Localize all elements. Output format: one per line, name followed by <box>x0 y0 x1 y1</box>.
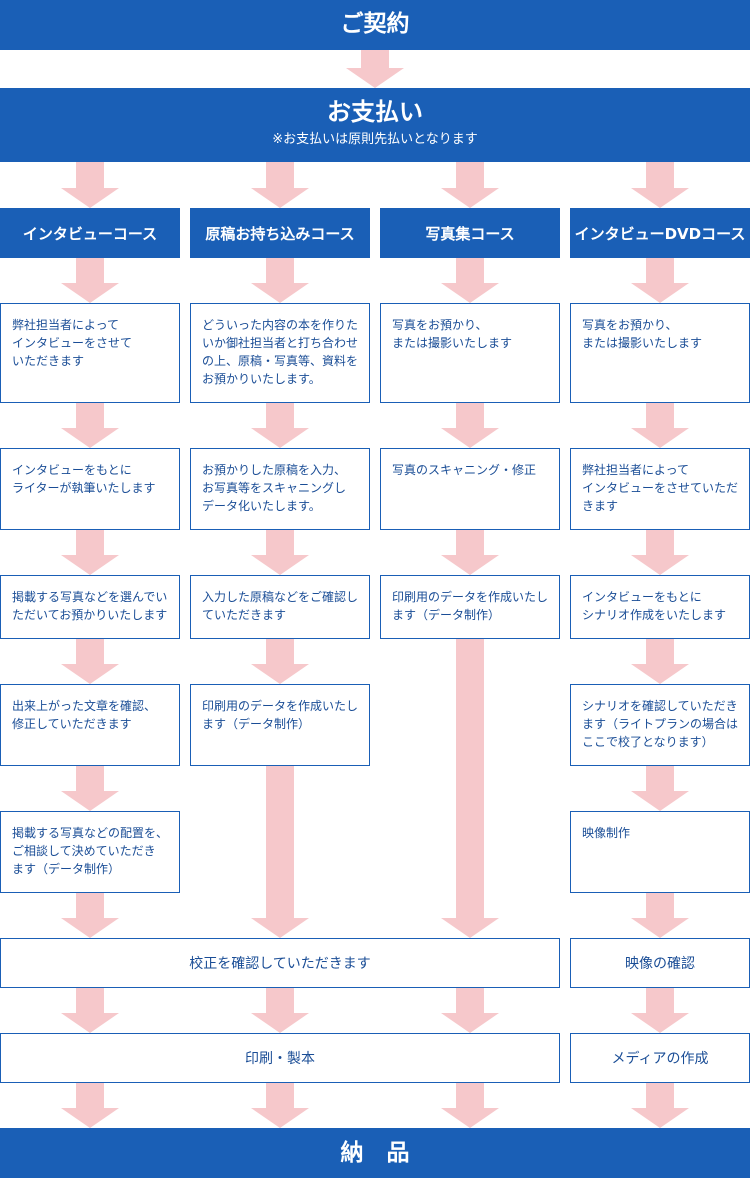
arrow-header-to-step-1 <box>61 258 119 303</box>
interview-step-4: 出来上がった文章を確認、 修正していただきます <box>0 684 180 766</box>
course-header-label: インタビューDVDコース <box>574 224 746 243</box>
arrow-to-print-col-4 <box>631 988 689 1033</box>
photobook-step-1: 写真をお預かり、 または撮影いたします <box>380 303 560 403</box>
manuscript-step-1: どういった内容の本を作りた いか御社担当者と打ち合わせ の上、原稿・写真等、資料… <box>190 303 370 403</box>
proof-label: 校正を確認していただきます <box>189 956 371 972</box>
proof-box: 校正を確認していただきます <box>0 938 560 988</box>
arrow-step1-to-step2-col-1 <box>61 403 119 448</box>
arrow-to-delivery-col-3 <box>441 1083 499 1128</box>
interview-step-1: 弊社担当者によって インタビューをさせて いただきます <box>0 303 180 403</box>
arrow-to-delivery-col-4 <box>631 1083 689 1128</box>
video-check-box: 映像の確認 <box>570 938 750 988</box>
arrow-contract-to-payment <box>346 50 404 88</box>
arrow-col-1-to-proof <box>61 893 119 938</box>
arrow-col-1-step3-to-step4 <box>61 639 119 684</box>
arrow-to-print-col-1 <box>61 988 119 1033</box>
arrow-payment-to-course-1 <box>61 162 119 208</box>
course-header-label: 原稿お持ち込みコース <box>205 224 355 243</box>
arrow-payment-to-course-2 <box>251 162 309 208</box>
course-header-dvd: インタビューDVDコース <box>570 208 750 258</box>
manuscript-step-4: 印刷用のデータを作成いたし ます（データ制作） <box>190 684 370 766</box>
dvd-step-4: シナリオを確認していただき ます（ライトプランの場合は ここで校了となります） <box>570 684 750 766</box>
arrow-to-print-col-3 <box>441 988 499 1033</box>
arrow-col-4-step3-to-step4 <box>631 639 689 684</box>
dvd-step-1: 写真をお預かり、 または撮影いたします <box>570 303 750 403</box>
arrow-col-2-to-proof <box>251 766 309 938</box>
arrow-header-to-step-2 <box>251 258 309 303</box>
arrow-step1-to-step2-col-3 <box>441 403 499 448</box>
payment-bar: お支払い ※お支払いは原則先払いとなります <box>0 88 750 162</box>
interview-step-5: 掲載する写真などの配置を、 ご相談して決めていただき ます（データ制作） <box>0 811 180 893</box>
manuscript-step-3: 入力した原稿などをご確認し ていただきます <box>190 575 370 639</box>
arrow-step2-to-step3-col-3 <box>441 530 499 575</box>
media-box: メディアの作成 <box>570 1033 750 1083</box>
arrow-payment-to-course-3 <box>441 162 499 208</box>
interview-step-3: 掲載する写真などを選んでい ただいてお預かりいたします <box>0 575 180 639</box>
manuscript-step-2: お預かりした原稿を入力、 お写真等をスキャニングし データ化いたします。 <box>190 448 370 530</box>
contract-label: ご契約 <box>340 11 410 37</box>
arrow-step2-to-step3-col-1 <box>61 530 119 575</box>
payment-note: ※お支払いは原則先払いとなります <box>272 132 478 147</box>
arrow-col-4-step4-to-step5 <box>631 766 689 811</box>
dvd-step-3: インタビューをもとに シナリオ作成をいたします <box>570 575 750 639</box>
arrow-header-to-step-3 <box>441 258 499 303</box>
contract-bar: ご契約 <box>0 0 750 50</box>
delivery-bar: 納 品 <box>0 1128 750 1178</box>
arrow-header-to-step-4 <box>631 258 689 303</box>
arrow-step2-to-step3-col-2 <box>251 530 309 575</box>
print-box: 印刷・製本 <box>0 1033 560 1083</box>
arrow-to-delivery-col-2 <box>251 1083 309 1128</box>
arrow-step1-to-step2-col-2 <box>251 403 309 448</box>
dvd-step-2: 弊社担当者によって インタビューをさせていただ きます <box>570 448 750 530</box>
arrow-col-4-to-video-check <box>631 893 689 938</box>
video-check-label: 映像の確認 <box>625 956 695 972</box>
arrow-to-delivery-col-1 <box>61 1083 119 1128</box>
arrow-step1-to-step2-col-4 <box>631 403 689 448</box>
arrow-to-print-col-2 <box>251 988 309 1033</box>
arrow-col-3-to-proof <box>441 639 499 938</box>
course-header-interview: インタビューコース <box>0 208 180 258</box>
course-header-photobook: 写真集コース <box>380 208 560 258</box>
media-label: メディアの作成 <box>611 1051 709 1067</box>
arrow-payment-to-course-4 <box>631 162 689 208</box>
delivery-label: 納 品 <box>340 1140 410 1166</box>
interview-step-2: インタビューをもとに ライターが執筆いたします <box>0 448 180 530</box>
arrow-col-1-step4-to-step5 <box>61 766 119 811</box>
course-header-manuscript: 原稿お持ち込みコース <box>190 208 370 258</box>
photobook-step-3: 印刷用のデータを作成いたし ます（データ制作） <box>380 575 560 639</box>
dvd-step-5: 映像制作 <box>570 811 750 893</box>
photobook-step-2: 写真のスキャニング・修正 <box>380 448 560 530</box>
print-label: 印刷・製本 <box>245 1051 315 1067</box>
course-header-label: 写真集コース <box>425 224 515 243</box>
payment-label: お支払い <box>327 98 423 126</box>
arrow-step2-to-step3-col-4 <box>631 530 689 575</box>
arrow-col-2-step3-to-step4 <box>251 639 309 684</box>
course-header-label: インタビューコース <box>22 224 158 243</box>
